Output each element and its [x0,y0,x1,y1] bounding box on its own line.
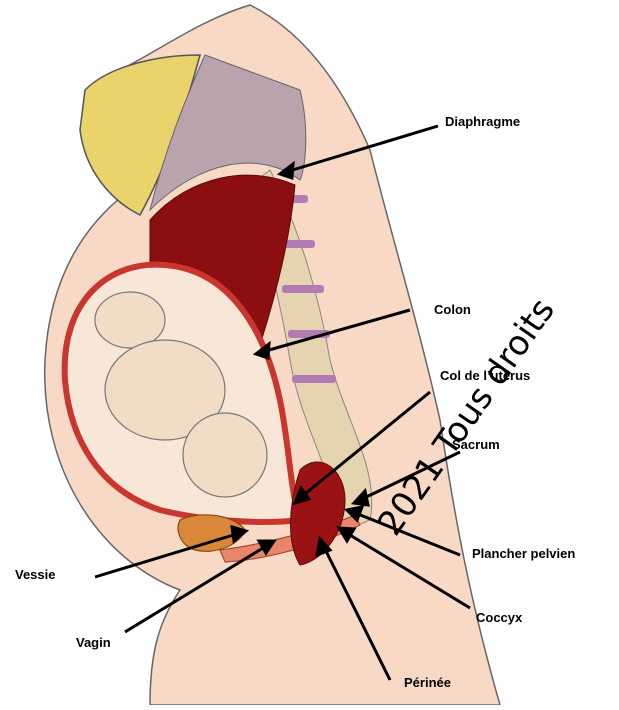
label-colon: Colon [434,302,471,317]
label-vessie: Vessie [15,567,56,582]
label-vagin: Vagin [76,635,111,650]
label-perinee: Périnée [404,675,451,690]
label-coccyx: Coccyx [476,610,522,625]
label-plancher-pelvien: Plancher pelvien [472,546,575,561]
label-diaphragme: Diaphragme [445,114,520,129]
